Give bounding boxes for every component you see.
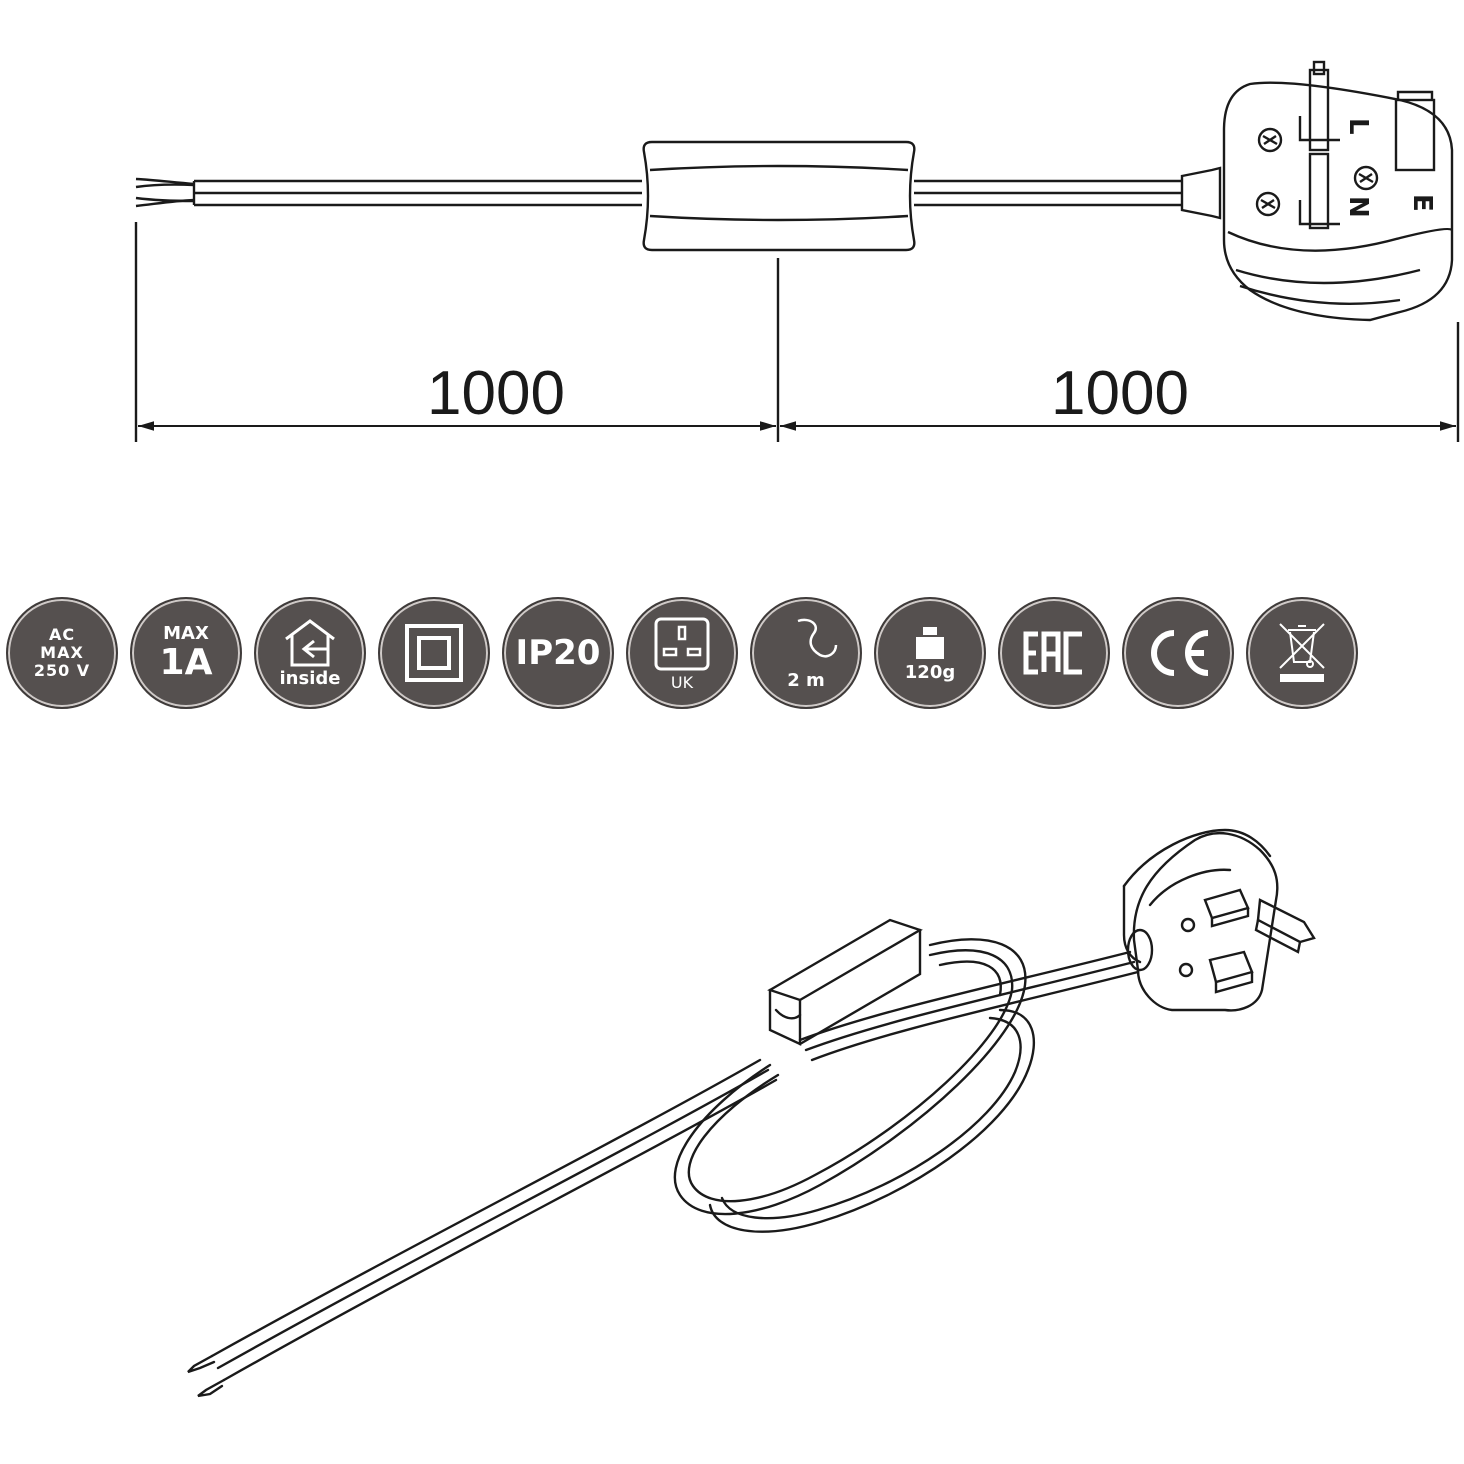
badge-uk-socket: UK [626, 597, 738, 709]
cable-to-plug [798, 950, 1140, 1062]
inline-switch [642, 140, 916, 252]
spec-icon-row: AC MAX 250 V MAX 1A inside IP20 UK [6, 597, 1358, 711]
top-technical-drawing [134, 60, 1460, 442]
badge-voltage-line2: MAX [40, 643, 84, 662]
cable-tail [210, 1058, 778, 1382]
inline-switch-perspective [767, 918, 923, 1046]
weight-icon [916, 627, 944, 659]
badge-current: MAX 1A [130, 597, 242, 709]
strain-relief [1180, 166, 1222, 220]
plug-earth-marking: E [1407, 194, 1437, 212]
badge-length-label: 2 m [787, 670, 825, 691]
badge-indoor: inside [254, 597, 366, 709]
badge-current-top: MAX [163, 623, 209, 644]
double-square-icon [405, 624, 463, 682]
dimension-label-right: 1000 [1051, 359, 1189, 428]
badge-length: 2 m [750, 597, 862, 709]
plug-neutral-marking: N [1343, 196, 1373, 218]
bare-wire-ends-perspective [187, 1354, 226, 1398]
badge-indoor-label: inside [279, 668, 341, 689]
ce-mark-icon [1151, 630, 1209, 676]
uk-plug-top-view [1222, 60, 1454, 322]
badge-ip-value: IP20 [515, 633, 601, 673]
cable-icon [797, 618, 838, 658]
badge-weight-label: 120g [904, 662, 956, 683]
badge-voltage-line1: AC [48, 625, 76, 644]
crossed-bin-icon [1279, 623, 1325, 682]
badge-voltage-line3: 250 V [33, 661, 91, 680]
cable-segment-left [192, 179, 642, 207]
badge-current-value: 1A [159, 642, 213, 683]
plug-live-marking: L [1343, 118, 1373, 135]
dimension-label-left: 1000 [427, 359, 565, 428]
perspective-drawing [187, 828, 1316, 1398]
badge-weight: 120g [874, 597, 986, 709]
cable-coil [673, 938, 1036, 1233]
badge-weee [1246, 597, 1358, 709]
house-arrow-icon [285, 619, 335, 667]
badge-voltage: AC MAX 250 V [6, 597, 118, 709]
badge-class2 [378, 597, 490, 709]
eac-mark-icon [1023, 631, 1082, 675]
badge-ce [1122, 597, 1234, 709]
bare-wire-ends [135, 177, 195, 208]
cable-segment-right [914, 179, 1182, 207]
uk-plug-perspective [1122, 828, 1316, 1012]
badge-eac [998, 597, 1110, 709]
uk-socket-icon [654, 617, 710, 670]
badge-uk-label: UK [670, 672, 694, 692]
badge-ip-rating: IP20 [502, 597, 614, 709]
